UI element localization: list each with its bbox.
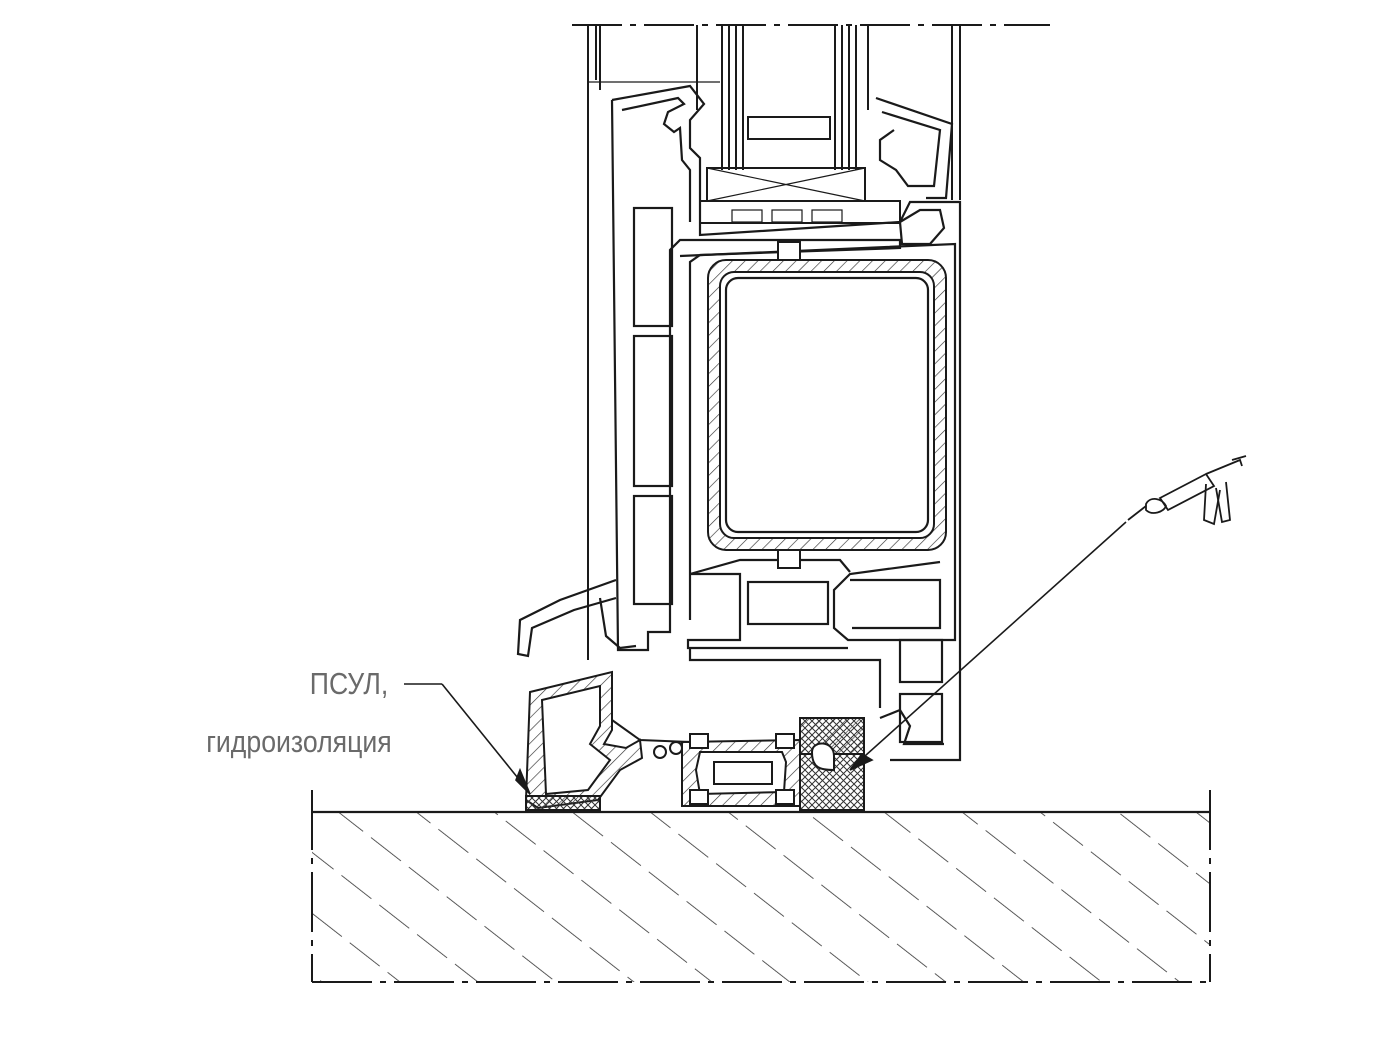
steel-reinforcement [707, 241, 947, 569]
psul-sealing-tape [525, 717, 865, 811]
callout-label-waterproofing: гидроизоляция [206, 724, 392, 759]
glazing-unit [572, 24, 1050, 660]
sash-profile [611, 84, 962, 762]
sealant-gun-leader [849, 521, 1127, 771]
sill-support-profile [524, 670, 691, 810]
callout-leader [404, 683, 531, 795]
bottom-connector-profile [681, 733, 801, 807]
sealant-gun-icon [1127, 455, 1247, 526]
callout-label-psul: ПСУЛ, [309, 666, 388, 701]
wall-base [311, 790, 1211, 983]
drip-flashing [516, 578, 637, 658]
